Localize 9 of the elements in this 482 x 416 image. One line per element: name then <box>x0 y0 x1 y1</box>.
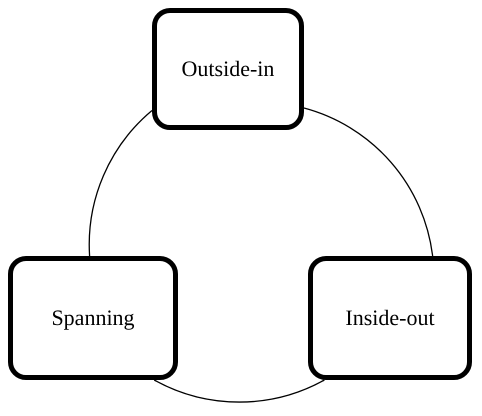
connector-arc <box>154 379 325 403</box>
connector-arc <box>304 107 434 256</box>
rounded-box <box>308 256 472 380</box>
rounded-box <box>8 256 178 380</box>
node-label: Spanning <box>51 304 135 332</box>
node-label: Inside-out <box>345 304 435 332</box>
rounded-box <box>152 8 304 130</box>
connector-arc <box>88 110 152 256</box>
node-label: Outside-in <box>182 56 274 82</box>
